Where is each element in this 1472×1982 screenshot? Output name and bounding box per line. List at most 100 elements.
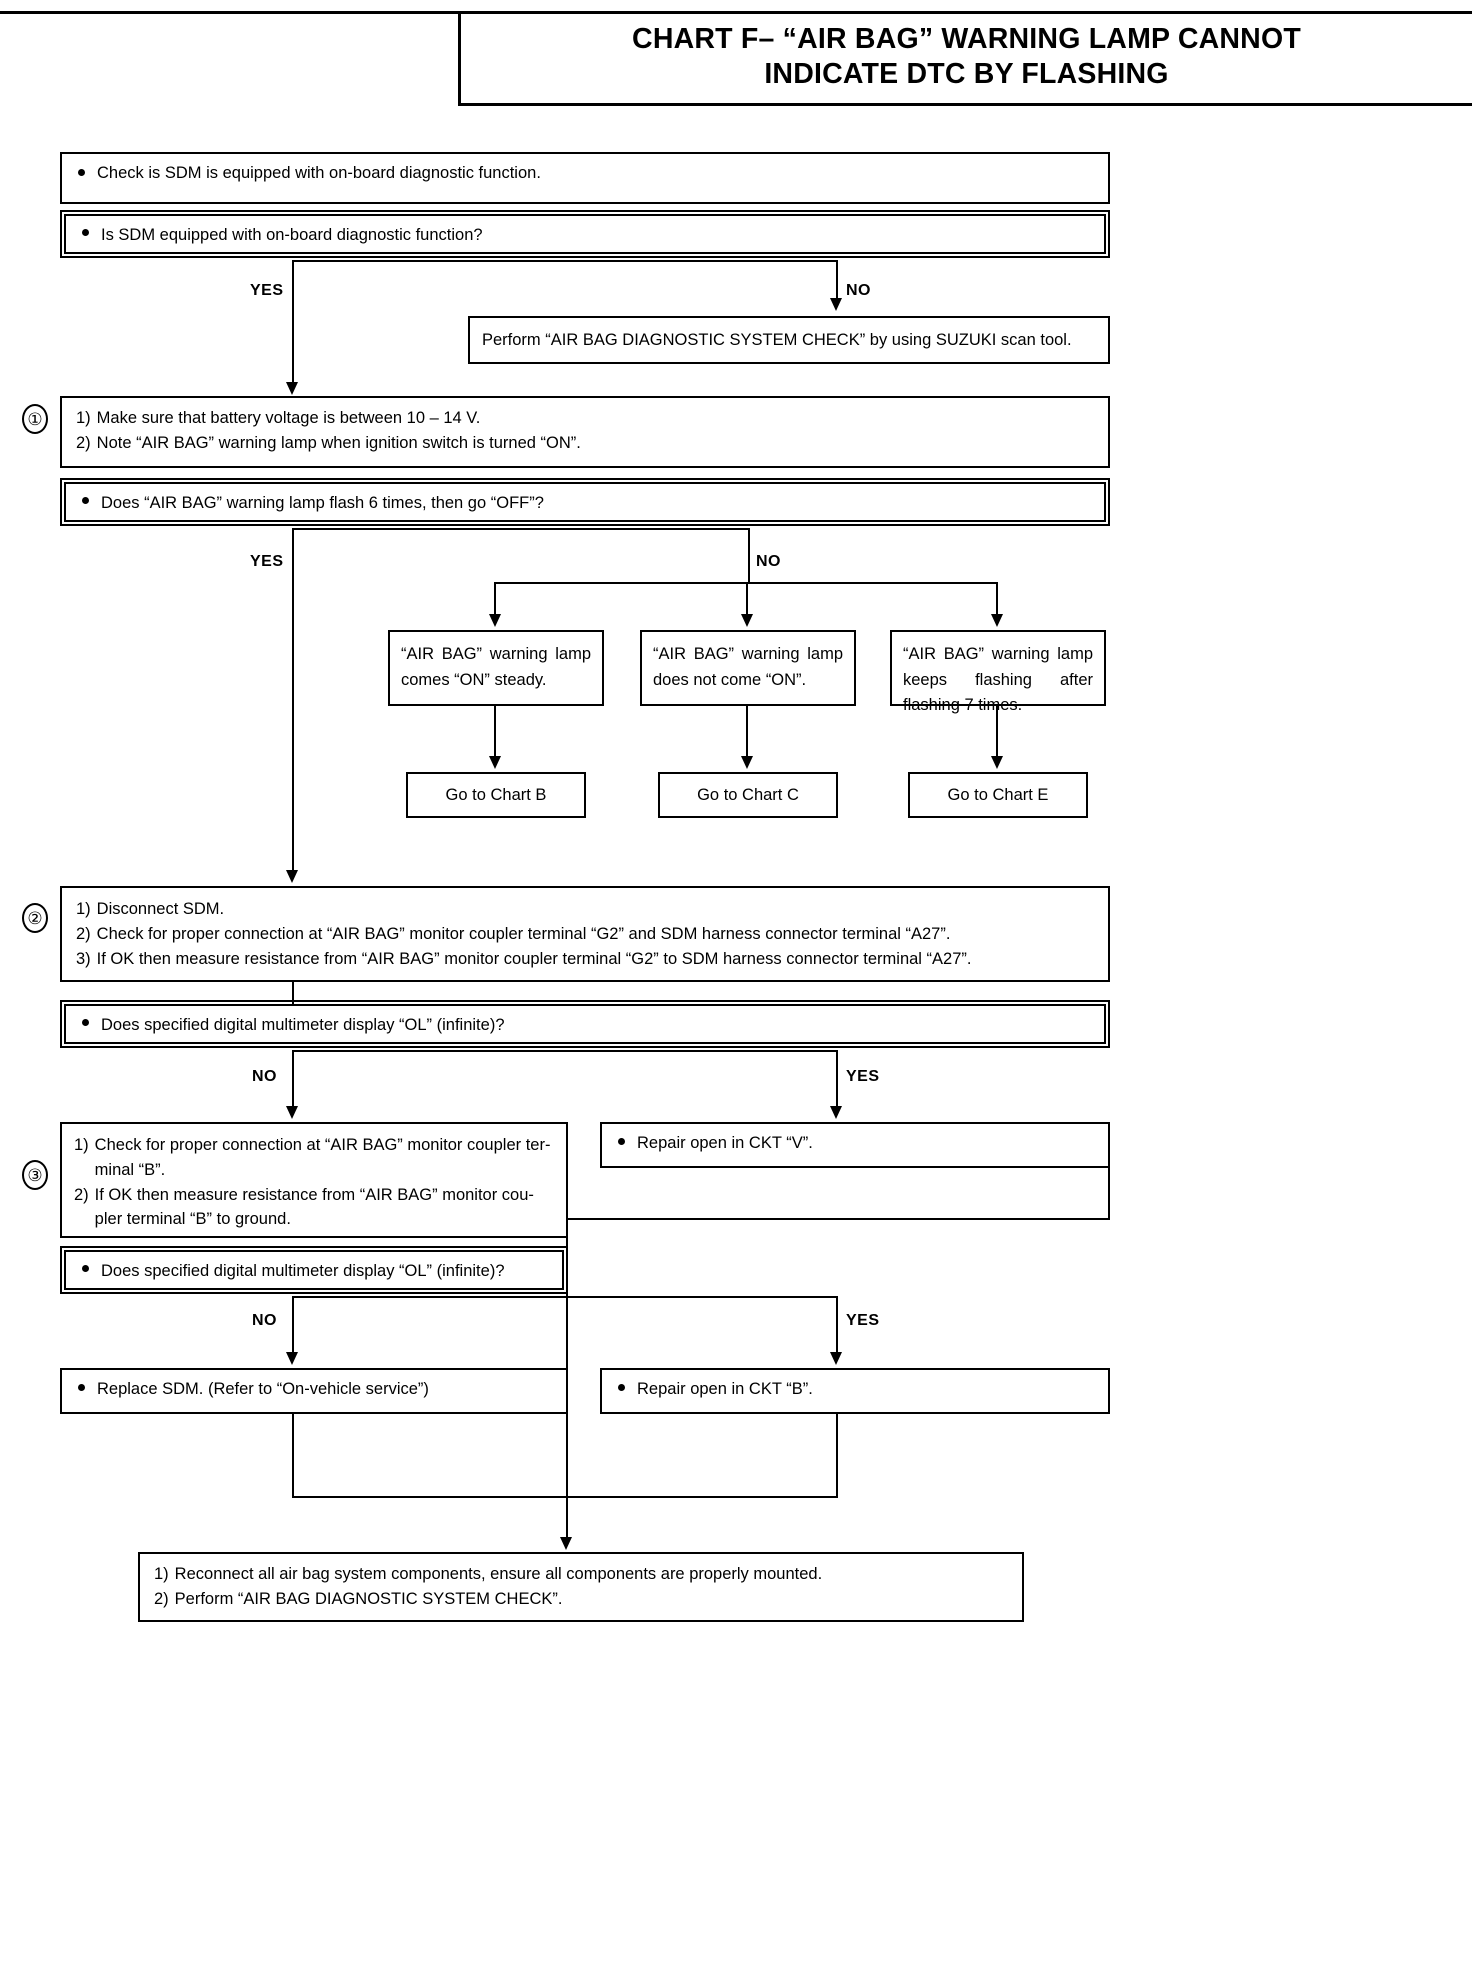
node-perform-scan-check: Perform “AIR BAG DIAGNOSTIC SYSTEM CHECK… [468, 316, 1110, 364]
node-final-instructions: 1) Reconnect all air bag system componen… [138, 1552, 1024, 1622]
node-check-sdm: Check is SDM is equipped with on-board d… [60, 152, 1110, 204]
node-repair-open-ckt-v: Repair open in CKT “V”. [600, 1122, 1110, 1168]
node-check-sdm-text: Check is SDM is equipped with on-board d… [97, 164, 541, 182]
connector-ckt-v-down [1108, 1168, 1110, 1220]
step1-item-1: 1) Make sure that battery voltage is bet… [76, 406, 1094, 431]
step2-item-1-text: Disconnect SDM. [96, 900, 225, 918]
arrow-chart-b [489, 756, 501, 769]
arrow-chart-e [991, 756, 1003, 769]
arrow-yes-3 [830, 1106, 842, 1119]
step1-item-2-number: 2) [76, 433, 91, 452]
arrow-no-1 [830, 298, 842, 311]
node-replace-sdm-text: Replace SDM. (Refer to “On-vehicle servi… [97, 1380, 429, 1398]
node-outcome-lamp-keeps-flashing-text: “AIR BAG” warning lamp keeps flashing af… [903, 645, 1093, 715]
arrow-yes-1 [286, 382, 298, 395]
node-q-sdm-equipped-text: Is SDM equipped with on-board diagnostic… [101, 226, 483, 244]
node-q-multimeter-ol-1-text: Does specified digital multimeter displa… [101, 1016, 505, 1034]
connector-fanout-b [746, 582, 748, 617]
node-step1-instructions: 1) Make sure that battery voltage is bet… [60, 396, 1110, 468]
node-q-multimeter-ol-1: Does specified digital multimeter displa… [60, 1000, 1110, 1048]
step2-item-2: 2) Check for proper connection at “AIR B… [76, 922, 1094, 947]
node-q-lamp-flash-6-text: Does “AIR BAG” warning lamp flash 6 time… [101, 494, 544, 512]
connector-no-1 [836, 260, 838, 303]
step1-item-2-text: Note “AIR BAG” warning lamp when ignitio… [96, 433, 581, 452]
label-no-3: NO [252, 1068, 277, 1085]
step2-item-2-number: 2) [76, 924, 91, 943]
connector-outcome-c-to-chart-e [996, 706, 998, 759]
step-number-2: ② [22, 903, 48, 933]
connector-yes-1 [292, 260, 294, 385]
connector-branch-3-horizontal [292, 1050, 838, 1052]
arrow-yes-4 [830, 1352, 842, 1365]
node-outcome-lamp-not-on-text: “AIR BAG” warning lamp does not come “ON… [653, 645, 843, 689]
final-item-1: 1) Reconnect all air bag system componen… [154, 1562, 1008, 1587]
bullet-icon [78, 169, 85, 176]
connector-step2-to-q3 [292, 982, 294, 1004]
node-outcome-lamp-on-steady-text: “AIR BAG” warning lamp comes “ON” steady… [401, 645, 591, 689]
node-goto-chart-b: Go to Chart B [406, 772, 586, 818]
connector-outcome-b-to-chart-c [746, 706, 748, 759]
connector-branch-1-horizontal [292, 260, 838, 262]
step2-item-2-text: Check for proper connection at “AIR BAG”… [96, 924, 951, 943]
step1-item-2: 2) Note “AIR BAG” warning lamp when igni… [76, 431, 1094, 456]
step3-item-1-text: Check for proper connection at “AIR BAG”… [94, 1136, 551, 1179]
connector-no-3 [292, 1050, 294, 1109]
page-title: CHART F– “AIR BAG” WARNING LAMP CANNOT I… [632, 22, 1301, 92]
step1-item-1-number: 1) [76, 409, 91, 427]
node-q-multimeter-ol-2-text: Does specified digital multimeter displa… [101, 1262, 505, 1280]
connector-ckt-b-down [836, 1414, 838, 1498]
label-no-2: NO [756, 553, 781, 570]
step2-item-1-number: 1) [76, 900, 91, 918]
connector-yes-2 [292, 528, 294, 873]
connector-no-4 [292, 1296, 294, 1354]
node-replace-sdm: Replace SDM. (Refer to “On-vehicle servi… [60, 1368, 568, 1414]
label-no-4: NO [252, 1312, 277, 1329]
label-yes-3: YES [846, 1068, 880, 1085]
arrow-chart-c [741, 756, 753, 769]
step-number-3: ③ [22, 1160, 48, 1190]
step2-item-3-text: If OK then measure resistance from “AIR … [96, 949, 972, 968]
connector-branch-2-horizontal-top [292, 528, 750, 530]
connector-outcome-a-to-chart-b [494, 706, 496, 759]
step2-item-3-number: 3) [76, 949, 91, 968]
arrow-no-4 [286, 1352, 298, 1365]
arrow-yes-2 [286, 870, 298, 883]
bullet-icon [78, 1384, 85, 1391]
connector-no-2 [748, 528, 750, 584]
bullet-icon [82, 497, 89, 504]
bullet-icon [82, 1019, 89, 1026]
label-yes-1: YES [250, 282, 284, 299]
connector-replace-sdm-down [292, 1414, 294, 1498]
step3-item-1-number: 1) [74, 1136, 89, 1154]
bullet-icon [82, 229, 89, 236]
node-outcome-lamp-not-on: “AIR BAG” warning lamp does not come “ON… [640, 630, 856, 706]
node-repair-open-ckt-b: Repair open in CKT “B”. [600, 1368, 1110, 1414]
page-top-rule [0, 11, 1472, 14]
final-item-2-number: 2) [154, 1589, 169, 1608]
step3-item-1: 1) Check for proper connection at “AIR B… [74, 1133, 554, 1183]
step3-item-2-text: If OK then measure resistance from “AIR … [94, 1185, 534, 1229]
connector-merge-horizontal [292, 1496, 838, 1498]
bullet-icon [618, 1138, 625, 1145]
step1-item-1-text: Make sure that battery voltage is betwee… [96, 409, 481, 427]
connector-merge-to-final [566, 1496, 568, 1540]
final-item-2-text: Perform “AIR BAG DIAGNOSTIC SYSTEM CHECK… [174, 1589, 563, 1608]
final-item-1-text: Reconnect all air bag system components,… [174, 1565, 823, 1583]
node-outcome-lamp-keeps-flashing: “AIR BAG” warning lamp keeps flashing af… [890, 630, 1106, 714]
arrow-final [560, 1537, 572, 1550]
node-repair-open-ckt-b-text: Repair open in CKT “B”. [637, 1380, 813, 1398]
label-yes-2: YES [250, 553, 284, 570]
node-q-lamp-flash-6: Does “AIR BAG” warning lamp flash 6 time… [60, 478, 1110, 526]
final-item-1-number: 1) [154, 1565, 169, 1583]
bullet-icon [82, 1265, 89, 1272]
connector-yes-3 [836, 1050, 838, 1109]
node-q-sdm-equipped: Is SDM equipped with on-board diagnostic… [60, 210, 1110, 258]
connector-fanout-a [494, 582, 496, 617]
node-outcome-lamp-on-steady: “AIR BAG” warning lamp comes “ON” steady… [388, 630, 604, 706]
node-goto-chart-e-text: Go to Chart E [947, 785, 1049, 804]
step3-item-2: 2) If OK then measure resistance from “A… [74, 1183, 554, 1233]
node-repair-open-ckt-v-text: Repair open in CKT “V”. [637, 1134, 813, 1152]
arrow-outcome-a [489, 614, 501, 627]
step2-item-1: 1) Disconnect SDM. [76, 897, 1094, 922]
